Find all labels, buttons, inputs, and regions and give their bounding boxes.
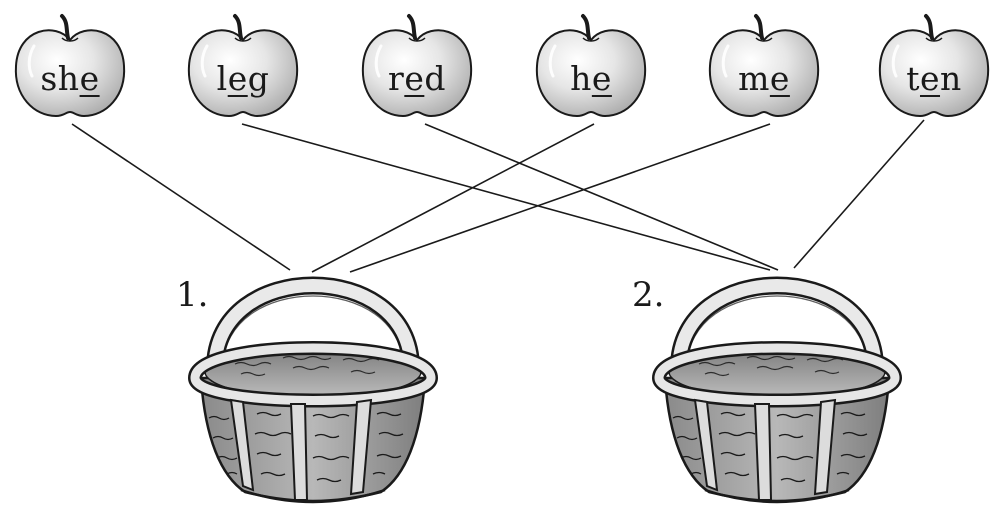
basket-2 [659,286,895,503]
underlined-vowel: e [769,59,790,98]
match-line-ten [793,119,925,269]
apple-word-ten: ten [906,59,962,98]
basket-1 [195,286,431,503]
apple-word-leg: leg [216,59,270,98]
apple-word-me: me [738,59,790,98]
match-line-me [349,123,771,273]
underlined-vowel: e [79,59,100,98]
underlined-vowel: e [919,59,941,98]
match-line-he [311,123,595,273]
underlined-vowel: e [591,59,612,98]
basket-number-1: 1. [176,275,209,315]
apple-word-he: he [570,59,612,98]
match-line-leg [241,123,771,271]
match-lines [71,119,925,273]
apple-word-she: she [40,59,100,98]
basket-number-2: 2. [632,275,665,315]
underlined-vowel: e [404,59,425,98]
underlined-vowel: e [227,59,248,98]
match-line-she [71,123,291,271]
match-line-red [424,123,779,271]
apple-word-red: red [388,59,446,98]
